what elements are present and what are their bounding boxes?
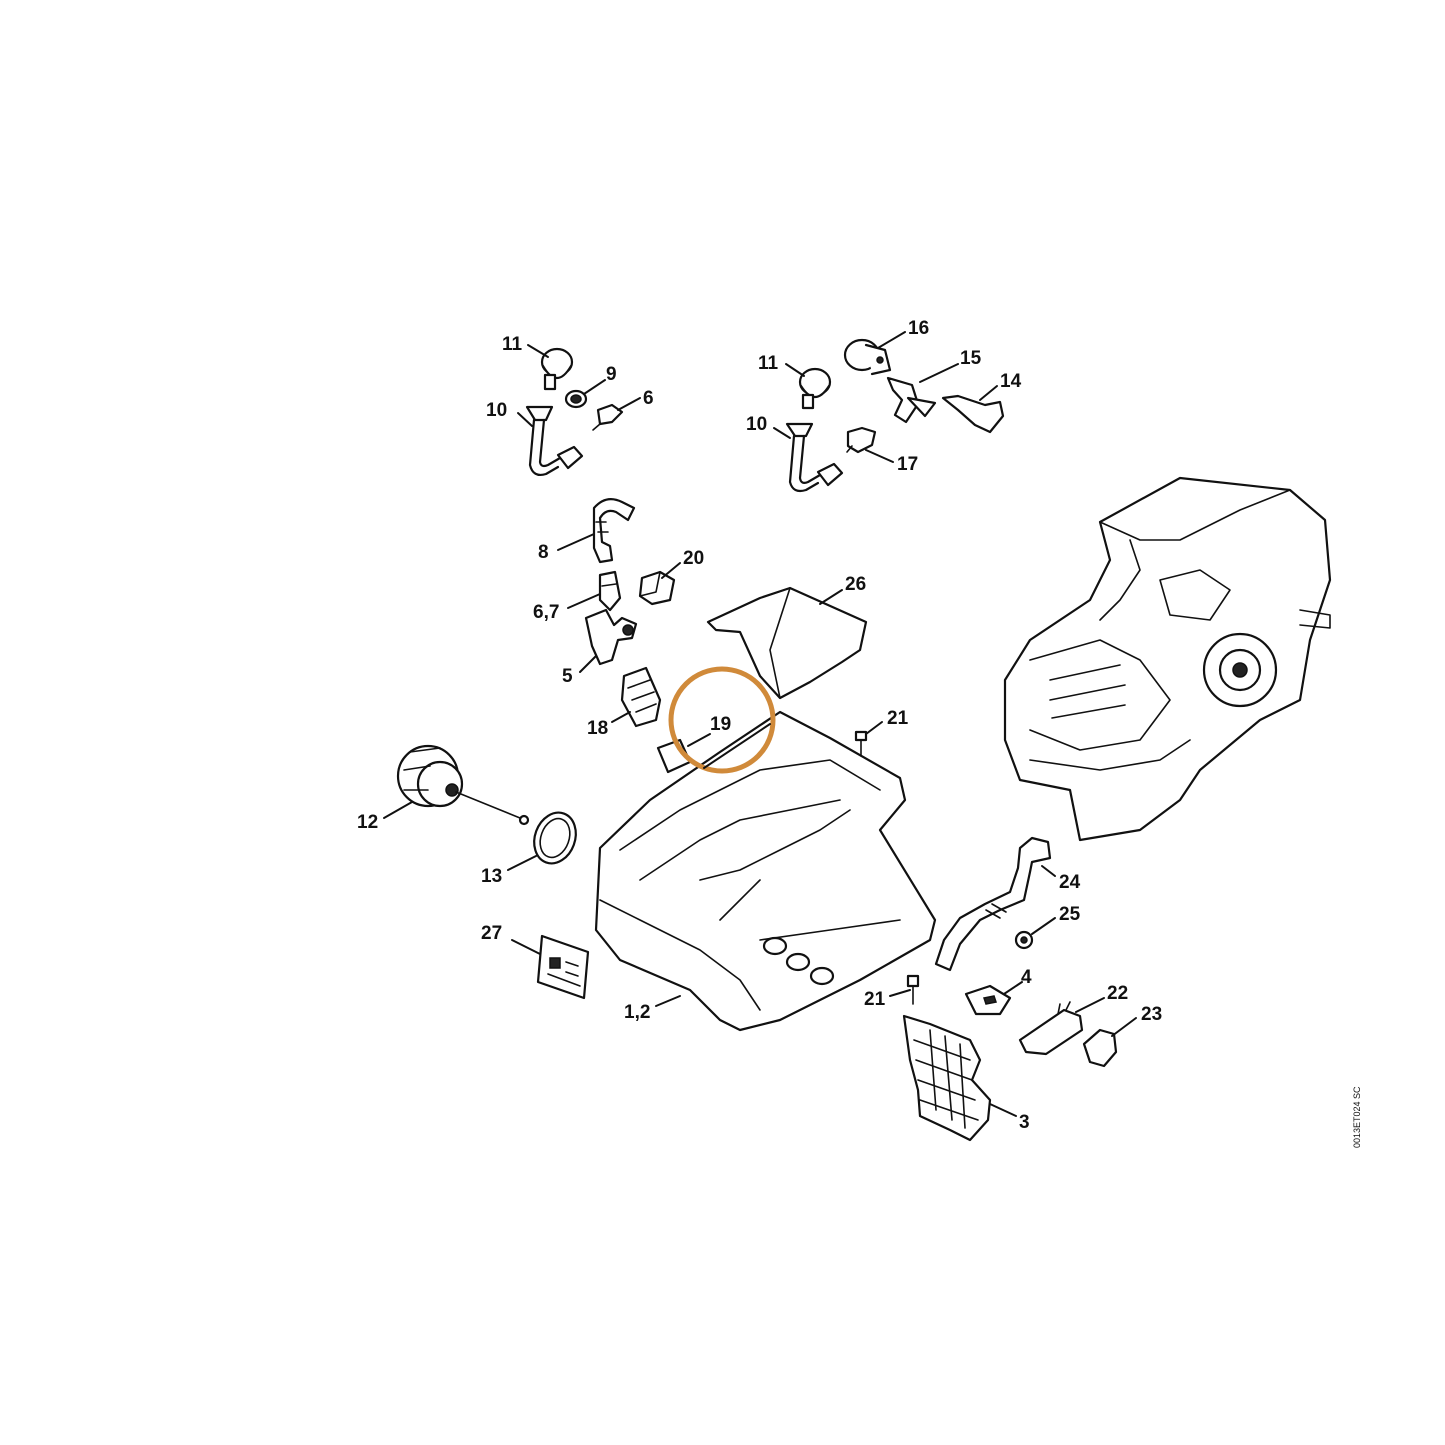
- callout-1-2: 1,2: [624, 1002, 650, 1023]
- fuel-line-parts: [584, 497, 692, 774]
- callout-5: 5: [562, 666, 573, 687]
- callout-4: 4: [1021, 967, 1032, 988]
- callout-13: 13: [481, 866, 502, 887]
- fuel-assembly-left: [525, 347, 624, 477]
- callout-23: 23: [1141, 1004, 1162, 1025]
- housing-1-2: [594, 710, 937, 1032]
- bottom-right-parts: [854, 730, 1118, 1142]
- callout-18: 18: [587, 718, 608, 739]
- drawing-reference-code: 0013ET024 SC: [1352, 1086, 1362, 1148]
- leader-lines: [383, 331, 1137, 1117]
- callout-26: 26: [845, 574, 866, 595]
- callout-25: 25: [1059, 904, 1081, 925]
- cover-26: [706, 586, 868, 700]
- callout-12: 12: [357, 812, 378, 833]
- callout-8: 8: [538, 542, 549, 563]
- callout-16: 16: [908, 318, 929, 339]
- callout-9: 9: [606, 364, 617, 385]
- callout-21-top: 21: [887, 708, 909, 729]
- callout-10-right: 10: [746, 414, 767, 435]
- callout-6: 6: [643, 388, 654, 409]
- callout-6-7: 6,7: [533, 602, 559, 623]
- engine-assembly: [1003, 476, 1332, 842]
- callout-24: 24: [1059, 872, 1081, 893]
- left-parts: [396, 744, 590, 1000]
- callout-labels: 11 9 6 10 16 11 15 14 10 17 8 20 26 6,7 …: [357, 318, 1162, 1133]
- callout-21-bottom: 21: [864, 989, 886, 1010]
- callout-10-left: 10: [486, 400, 507, 421]
- callout-19-highlighted: 19: [710, 714, 731, 735]
- highlight-circle: [668, 666, 776, 774]
- callout-27: 27: [481, 923, 502, 944]
- fuel-assembly-right: [785, 338, 1005, 493]
- callout-3: 3: [1019, 1112, 1030, 1133]
- callout-22: 22: [1107, 983, 1128, 1004]
- callout-20: 20: [683, 548, 704, 569]
- callout-11-left: 11: [502, 334, 523, 355]
- callout-15: 15: [960, 348, 982, 369]
- callout-17: 17: [897, 454, 918, 475]
- callout-11-right: 11: [758, 353, 779, 374]
- callout-14: 14: [1000, 371, 1022, 392]
